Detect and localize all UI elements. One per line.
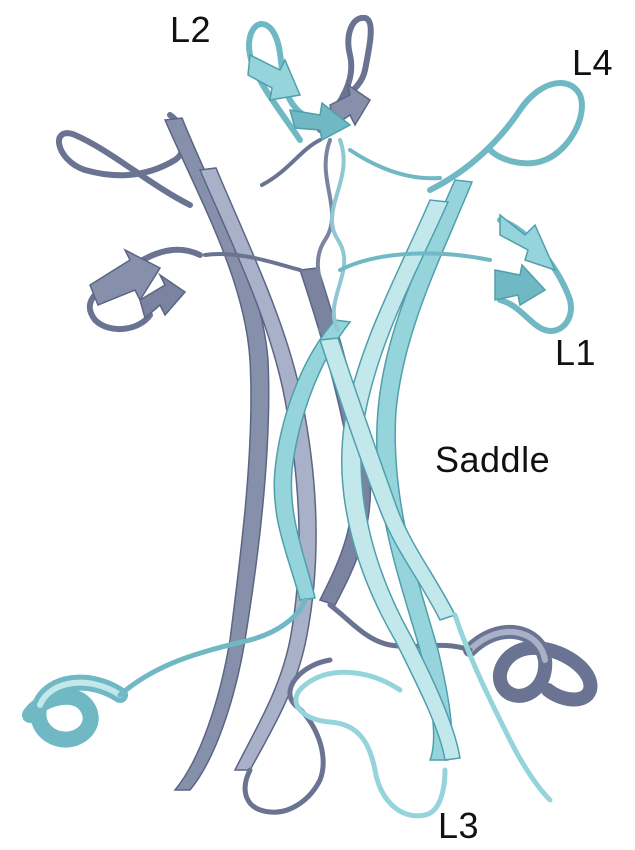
label-l4: L4 — [572, 45, 613, 81]
chain-b-linker-top — [350, 150, 440, 178]
central-linker-2 — [332, 140, 344, 330]
chain-a-strand-1 — [165, 118, 269, 790]
chain-b-arrow-l1 — [495, 265, 545, 305]
chain-b-arrow-right — [500, 215, 555, 270]
chain-b-linker-left — [120, 600, 305, 695]
chain-a-helix-right — [470, 632, 590, 700]
label-l3: L3 — [438, 808, 479, 844]
chain-b-loop-l4 — [430, 83, 582, 190]
label-saddle: Saddle — [435, 442, 550, 478]
chain-b-helix-left — [30, 683, 120, 740]
label-l1: L1 — [555, 335, 596, 371]
label-l2: L2 — [170, 12, 211, 48]
chain-b-arrow-l2-1 — [248, 55, 300, 100]
chain-a-linker-top — [262, 140, 320, 185]
